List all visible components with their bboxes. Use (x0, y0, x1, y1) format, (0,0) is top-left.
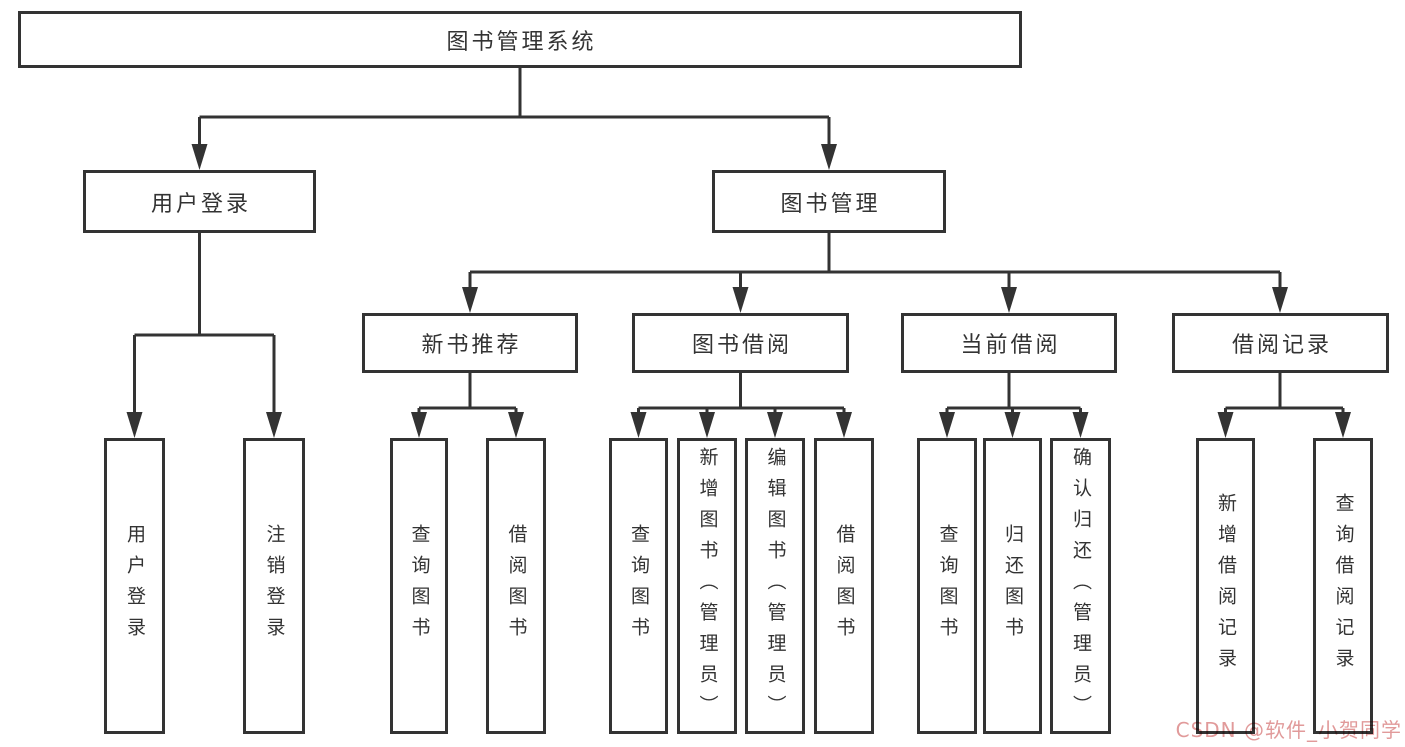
connector-user-login (133, 233, 276, 420)
node-current-borrow: 当前借阅 (901, 313, 1117, 373)
arrow-icon (767, 412, 783, 438)
node-book-management: 图书管理 (712, 170, 946, 233)
arrow-icon (191, 144, 208, 170)
arrow-icon (699, 412, 715, 438)
node-user-login: 用户登录 (83, 170, 316, 233)
connector-book-borrow (637, 373, 846, 420)
node-root-library-system: 图书管理系统 (18, 11, 1022, 68)
arrow-icon (508, 412, 524, 438)
leaf-borrow-borrow-books: 借阅图书 (814, 438, 874, 734)
arrow-icon (1217, 412, 1234, 438)
arrow-icon (836, 412, 852, 438)
arrow-icon (126, 412, 143, 438)
connector-borrow-records (1224, 373, 1345, 420)
arrow-icon (1004, 412, 1021, 438)
leaf-logout: 注销登录 (243, 438, 305, 734)
leaf-borrow-edit-books-admin: 编辑图书（管理员） (745, 438, 805, 734)
node-new-book-recommend: 新书推荐 (362, 313, 578, 373)
arrow-icon (1001, 287, 1017, 313)
leaf-borrow-add-books-admin: 新增图书（管理员） (677, 438, 737, 734)
leaf-newbook-query-books: 查询图书 (390, 438, 448, 734)
leaf-current-confirm-return-admin: 确认归还（管理员） (1050, 438, 1111, 734)
csdn-watermark: CSDN @软件_小贺同学 (1175, 718, 1402, 742)
leaf-current-return-books: 归还图书 (983, 438, 1042, 734)
leaf-records-query-record: 查询借阅记录 (1313, 438, 1373, 734)
leaf-borrow-query-books: 查询图书 (609, 438, 668, 734)
leaf-current-query-books: 查询图书 (917, 438, 977, 734)
arrow-icon (821, 144, 837, 170)
connector-book-mgmt (468, 233, 1282, 295)
connector-root (198, 68, 831, 150)
node-book-borrow: 图书借阅 (632, 313, 849, 373)
arrow-icon (411, 412, 427, 438)
leaf-records-add-record: 新增借阅记录 (1196, 438, 1255, 734)
arrow-icon (1335, 412, 1351, 438)
leaf-user-login: 用户登录 (104, 438, 165, 734)
leaf-newbook-borrow-books: 借阅图书 (486, 438, 546, 734)
arrow-icon (1072, 412, 1089, 438)
arrow-icon (462, 287, 478, 313)
arrow-icon (732, 287, 749, 313)
arrow-icon (266, 412, 282, 438)
arrow-icon (630, 412, 647, 438)
node-borrow-records: 借阅记录 (1172, 313, 1389, 373)
arrow-icon (939, 412, 955, 438)
arrow-icon (1272, 287, 1288, 313)
connector-new-book (417, 373, 518, 420)
arrowheads (126, 144, 1351, 438)
